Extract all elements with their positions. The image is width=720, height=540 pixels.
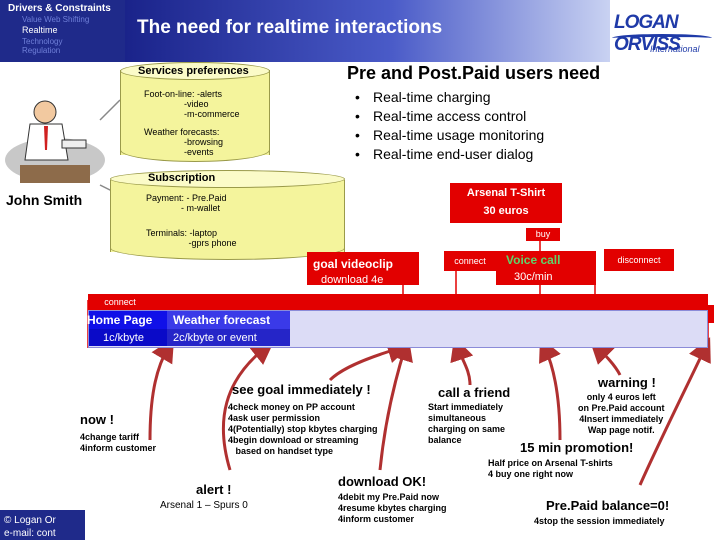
nav-item-regulation[interactable]: Regulation [22, 46, 61, 55]
subscription-cylinder [110, 180, 345, 252]
nav-item-value-web[interactable]: Value Web Shifting [22, 15, 90, 24]
arrow-alert [221, 340, 275, 471]
session-bar [88, 294, 708, 311]
arsenal-price: 30 euros [483, 205, 529, 217]
goal-items: 4check money on PP account 4ask user per… [228, 402, 378, 456]
score-text: Arsenal 1 – Spurs 0 [160, 500, 248, 511]
arrow-warning [589, 339, 622, 376]
nav-panel: Drivers & Constraints Value Web Shifting… [0, 0, 125, 62]
footer-panel: © Logan Or e-mail: cont [0, 510, 85, 540]
bullet-text: Real-time access control [373, 108, 527, 124]
weather-forecast-label: Weather forecast [173, 313, 271, 327]
goal-videoclip-box[interactable]: goal videoclip download 4e [307, 252, 419, 285]
warning-items: only 4 euros left on Pre.Paid account 4I… [578, 392, 665, 435]
footer-copyright: © Logan Or [4, 515, 56, 526]
services-cylinder [120, 70, 270, 155]
services-title: Services preferences [138, 65, 249, 77]
bullet-text: Real-time charging [373, 89, 491, 105]
balance-heading: Pre.Paid balance=0! [546, 498, 670, 513]
prepost-bullet-1: • Real-time charging [355, 89, 491, 105]
bullet-dot: • [355, 108, 360, 124]
download-heading: download OK! [338, 474, 427, 489]
voice-call-box[interactable]: Voice call 30c/min [496, 251, 596, 285]
weather-forecast-segment[interactable]: Weather forecast [167, 311, 290, 329]
subscription-title: Subscription [148, 172, 216, 184]
voice-disconnect-button[interactable]: disconnect [604, 249, 674, 271]
promo-heading: 15 min promotion! [520, 440, 634, 455]
weather-forecast-rate: 2c/kbyte or event [173, 332, 257, 344]
alert-heading: alert ! [196, 482, 232, 497]
goal-title: goal videoclip [313, 257, 394, 271]
subscription-terminals: Terminals: -laptop -gprs phone [146, 228, 237, 248]
arsenal-tshirt-box[interactable]: Arsenal T-Shirt 30 euros [450, 183, 562, 223]
logo-swoosh [612, 34, 712, 42]
prepost-bullet-4: • Real-time end-user dialog [355, 146, 533, 162]
connector-line [99, 99, 121, 121]
services-foot: Foot-on-line: -alerts -video -m-commerce [144, 89, 240, 119]
download-items: 4debit my Pre.Paid now 4resume kbytes ch… [338, 492, 447, 524]
bullet-text: Real-time usage monitoring [373, 127, 545, 143]
goal-sub: download 4e [321, 274, 384, 285]
nav-title: Drivers & Constraints [8, 3, 111, 14]
voice-title: Voice call [506, 253, 561, 267]
logo-subtext: International [650, 44, 700, 54]
arrow-download [378, 336, 413, 471]
promo-items: Half price on Arsenal T-shirts 4 buy one… [488, 458, 613, 479]
nav-item-technology[interactable]: Technology [22, 37, 63, 46]
footer-email: e-mail: cont [4, 528, 56, 539]
balance-items: 4stop the session immediately [534, 516, 665, 526]
arrow-goal [328, 339, 412, 382]
page-title: The need for realtime interactions [137, 17, 443, 38]
friend-heading: call a friend [438, 385, 511, 400]
home-page-segment[interactable]: Home Page [87, 311, 167, 329]
bullet-text: Real-time end-user dialog [373, 146, 534, 162]
subscription-cylinder-top [110, 170, 345, 188]
now-items: 4change tariff 4inform customer [80, 432, 157, 453]
user-name: John Smith [6, 192, 83, 208]
friend-items: Start immediately simultaneous charging … [428, 402, 506, 445]
title-bar: The need for realtime interactions [125, 0, 610, 62]
arsenal-title: Arsenal T-Shirt [466, 187, 546, 199]
services-cylinder-top [120, 62, 270, 80]
logo: LOGAN ORVISS International [610, 0, 720, 62]
home-page-rate: 1c/kbyte [103, 332, 144, 344]
voice-sub: 30c/min [514, 271, 553, 283]
prepost-title: Pre and Post.Paid users need [347, 63, 601, 83]
warning-heading: warning ! [598, 375, 656, 390]
arrow-promo [539, 337, 562, 441]
voice-connect-button[interactable]: connect [444, 251, 496, 271]
arrow-friend [450, 336, 474, 386]
home-page-label: Home Page [87, 313, 153, 327]
arrow-balance [638, 337, 711, 486]
weather-forecast-rate-segment: 2c/kbyte or event [167, 329, 290, 346]
subscription-payment: Payment: - Pre.Paid - m-wallet [146, 193, 227, 213]
person-icon [5, 100, 105, 183]
nav-item-realtime[interactable]: Realtime [22, 25, 58, 35]
goal-heading: see goal immediately ! [232, 382, 371, 397]
session-connect-label[interactable]: connect [90, 296, 150, 309]
buy-button[interactable]: buy [526, 228, 560, 241]
prepost-bullet-2: • Real-time access control [355, 108, 526, 124]
services-weather: Weather forecasts: -browsing -events [144, 127, 224, 157]
now-heading: now ! [80, 412, 114, 427]
bullet-dot: • [355, 89, 360, 105]
bullet-dot: • [355, 127, 360, 143]
prepost-bullet-3: • Real-time usage monitoring [355, 127, 544, 143]
bullet-dot: • [355, 146, 360, 162]
home-page-rate-segment: 1c/kbyte [89, 329, 167, 346]
arrow-now [148, 337, 175, 441]
